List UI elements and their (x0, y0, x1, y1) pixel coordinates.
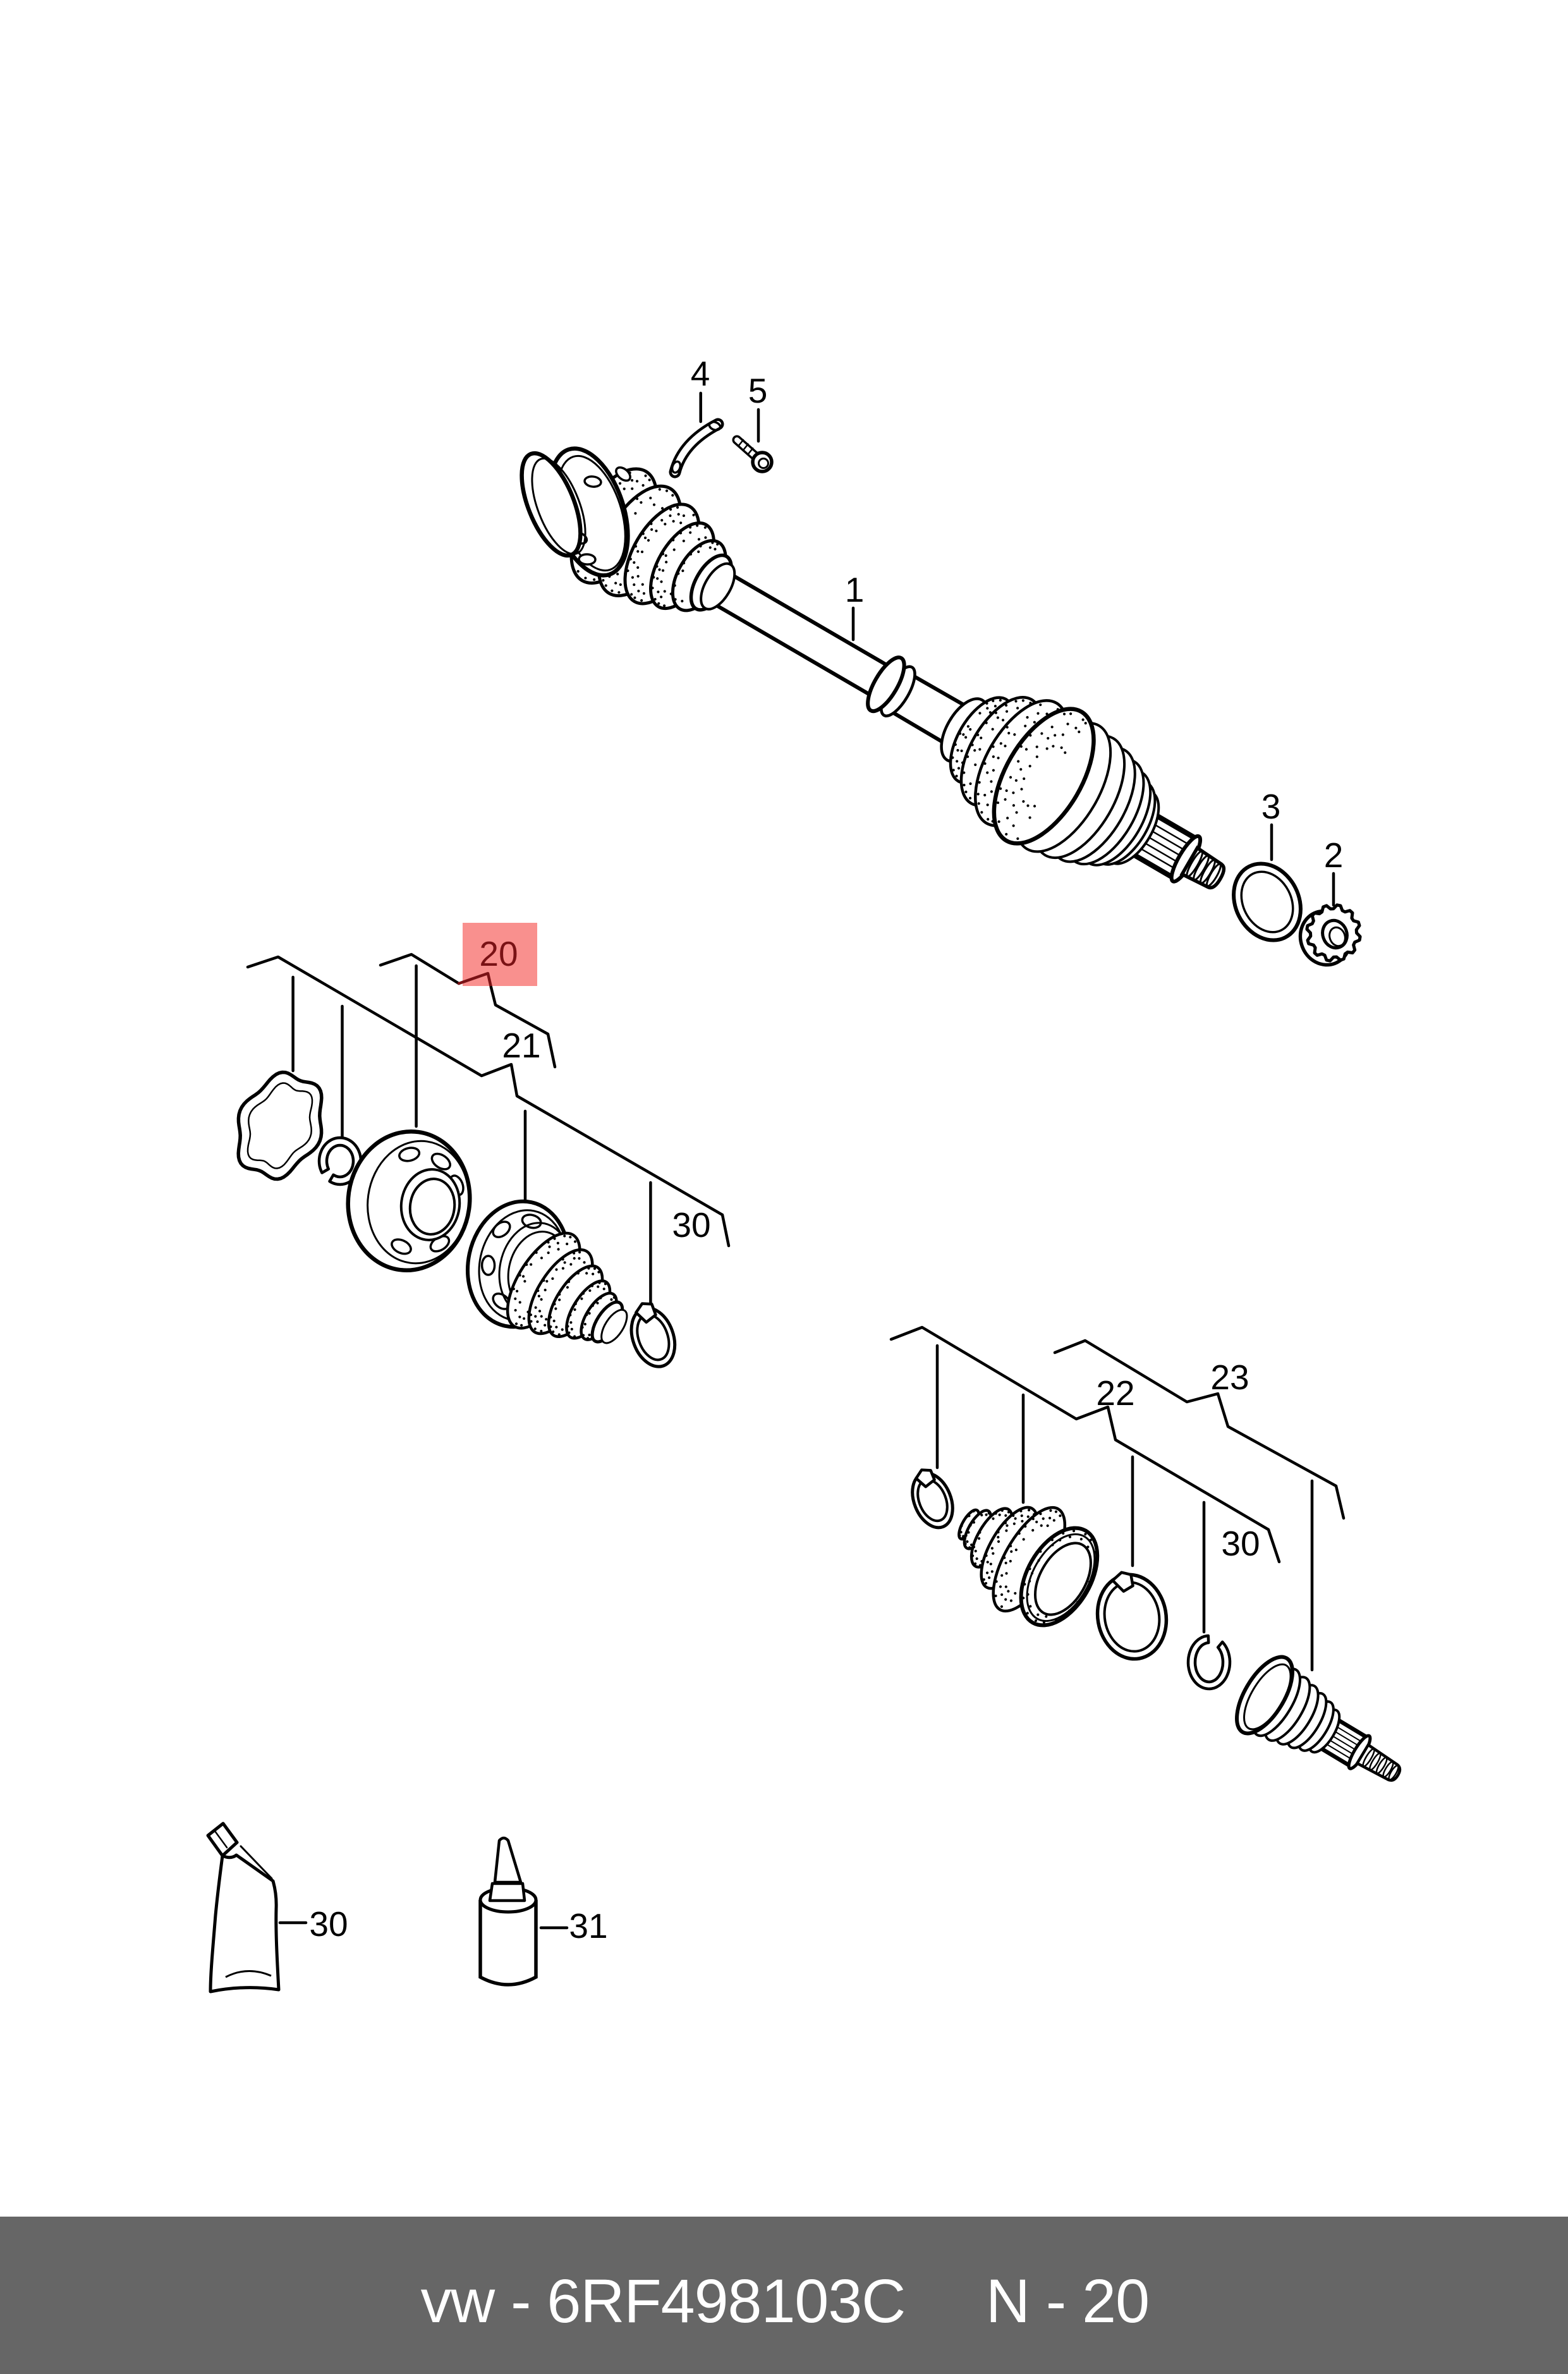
svg-text:20: 20 (479, 934, 518, 973)
svg-text:31: 31 (569, 1906, 607, 1945)
svg-text:23: 23 (1210, 1358, 1249, 1397)
svg-text:vw - 6RF498103C: vw - 6RF498103C (421, 2267, 906, 2335)
svg-text:30: 30 (672, 1205, 710, 1245)
svg-text:30: 30 (1221, 1524, 1260, 1563)
svg-text:21: 21 (502, 1026, 540, 1065)
svg-text:5: 5 (748, 371, 768, 410)
svg-text:22: 22 (1096, 1373, 1134, 1413)
svg-text:2: 2 (1324, 836, 1344, 875)
svg-text:3: 3 (1261, 787, 1281, 826)
svg-text:N - 20: N - 20 (986, 2267, 1149, 2335)
svg-text:1: 1 (845, 570, 865, 609)
svg-text:4: 4 (691, 354, 710, 393)
svg-text:30: 30 (309, 1904, 348, 1944)
